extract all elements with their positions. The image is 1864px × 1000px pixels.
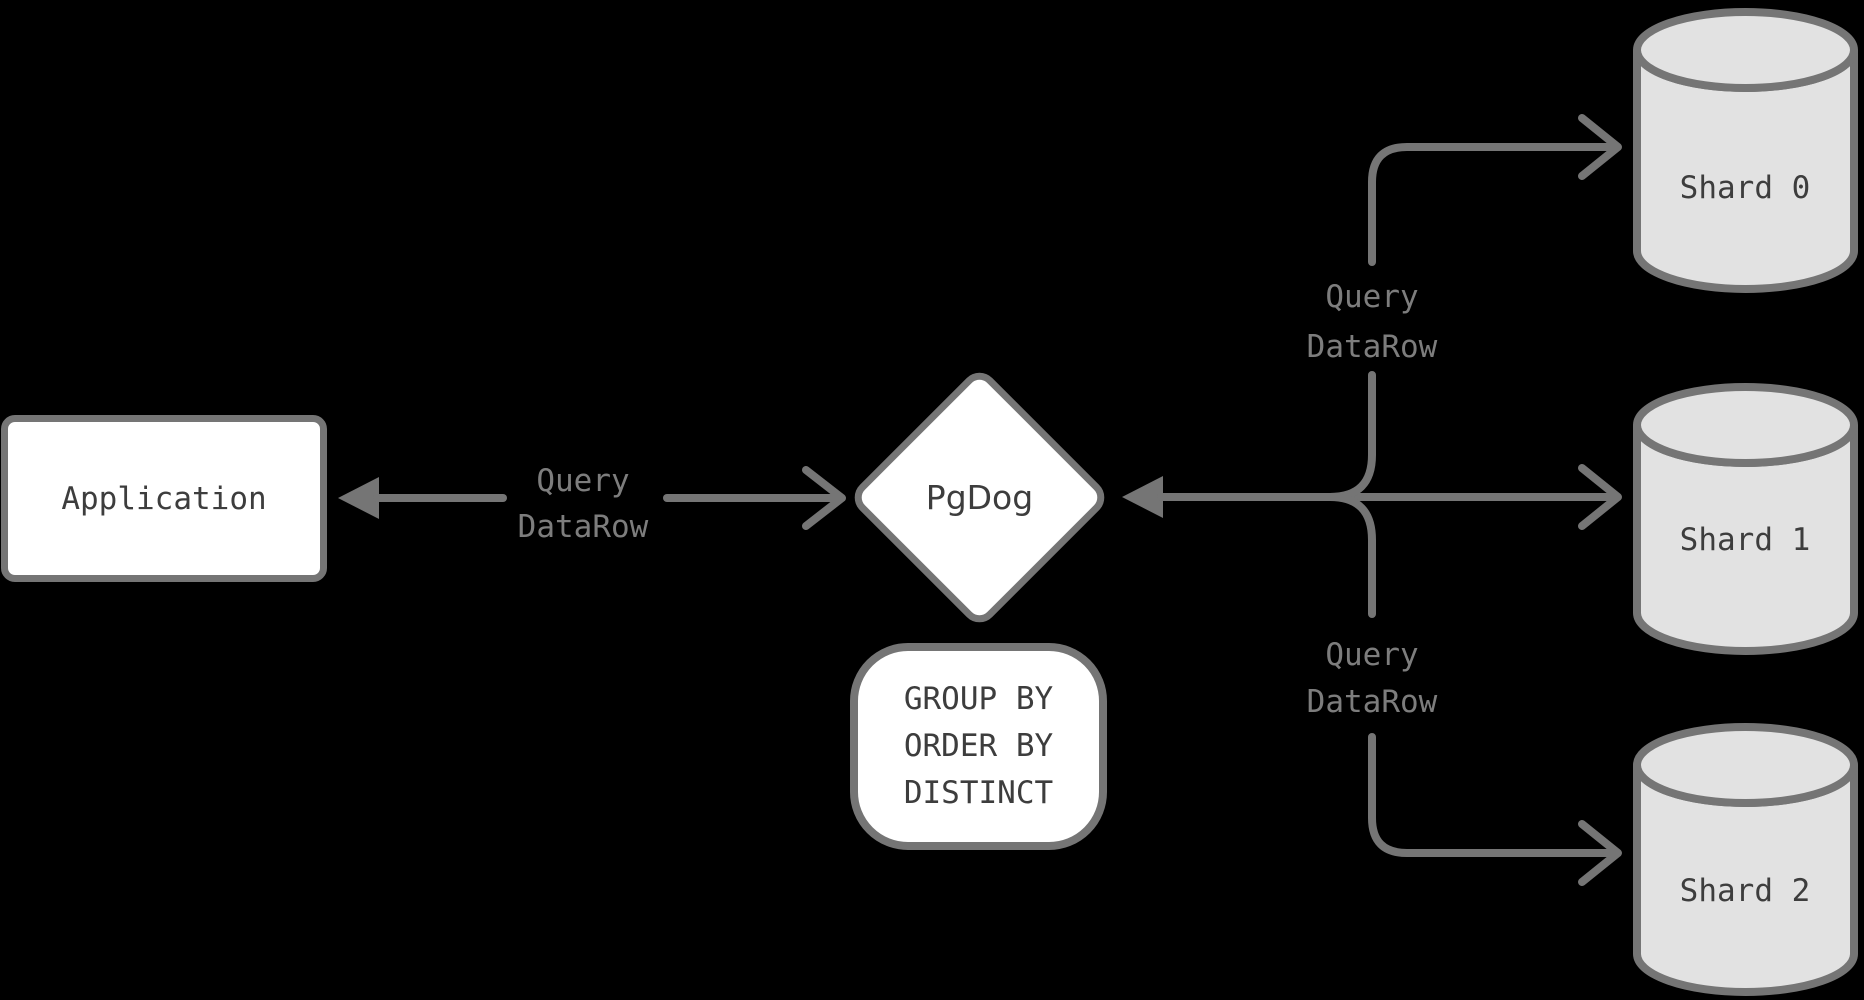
arrowhead-into-shard1 [1578,464,1622,530]
application-label: Application [61,480,267,517]
shard-2-cylinder [1633,723,1858,996]
cylinder-top-ellipse [1633,8,1858,92]
cylinder-top-ellipse [1633,723,1858,807]
shard-0-cylinder [1633,8,1858,293]
arrowhead-into-pgdog-right [1122,476,1163,518]
arrowhead-into-shard2 [1578,820,1622,886]
operation-distinct: DISTINCT [903,775,1054,811]
edge-pgdog-shards [1122,114,1622,886]
arrowhead-into-pgdog-left [802,466,846,530]
shard-1-label: Shard 1 [1679,522,1811,558]
fork-curve-down [1326,493,1376,618]
node-operations: GROUP BY ORDER BY DISTINCT [850,643,1107,850]
shard-2-label: Shard 2 [1679,873,1811,909]
edge-label-query: Query [1325,279,1419,315]
operation-group-by: GROUP BY [903,681,1054,717]
shard-1-cylinder [1633,383,1858,655]
edge-label-app-pgdog: Query DataRow [518,458,649,550]
node-application: Application [1,415,327,582]
edge-label-datarow: DataRow [1306,329,1438,365]
edge-app-pgdog [338,466,846,530]
edge-label-query: Query [1325,637,1419,673]
arrowhead-into-shard0 [1578,114,1622,180]
fork-curve-up [1326,371,1376,501]
edge-label-datarow: DataRow [517,509,649,545]
edge-label-shard0-branch: Query DataRow [1307,272,1438,372]
shard-0-label: Shard 0 [1679,170,1811,206]
operation-order-by: ORDER BY [903,728,1054,764]
pgdog-label-wrap: PgDog [886,404,1073,591]
edge-label-shard2-branch: Query DataRow [1307,632,1438,726]
arrowhead-into-application [338,477,379,519]
edge-label-datarow: DataRow [1306,684,1438,720]
edge-label-query: Query [536,463,630,499]
pgdog-label: PgDog [925,478,1034,517]
cylinder-top-ellipse [1633,383,1858,467]
branch-to-shard0 [1368,143,1616,266]
branch-to-shard2 [1368,733,1616,857]
